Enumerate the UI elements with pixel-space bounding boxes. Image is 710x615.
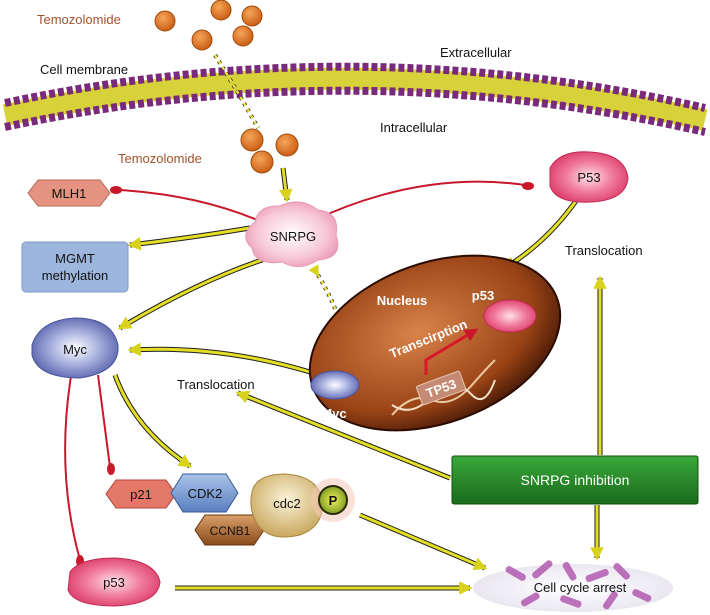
nucleus-label: Nucleus [377, 293, 428, 308]
p53-nucleus-blob [483, 299, 537, 333]
p21-node: p21 [105, 479, 177, 509]
translocation-right-label: Translocation [565, 243, 643, 258]
mgmt-label-line1: MGMT [55, 251, 95, 266]
intracellular-label: Intracellular [380, 120, 448, 135]
mgmt-label-line2: methylation [42, 268, 108, 283]
snrpg-inhibition-node: SNRPG inhibition [451, 455, 699, 505]
translocation-left-label: Translocation [177, 377, 255, 392]
cell-cycle-arrest-node: Cell cycle arrest [473, 560, 673, 612]
cdc2-node: cdc2 [250, 473, 323, 538]
phospho-label: P [329, 493, 338, 508]
p53-bottom-label: p53 [103, 575, 125, 590]
myc-inhibits-p21 [97, 374, 111, 468]
snrpg-node: SNRPG [245, 201, 339, 267]
cdc2-label: cdc2 [273, 496, 300, 511]
phospho-node: P [311, 478, 355, 522]
cdk2-node: CDK2 [170, 473, 239, 513]
myc-to-cdk2-arrow [113, 374, 193, 468]
temozolomide-particles [154, 0, 299, 174]
temozolomide-label-mid: Temozolomide [118, 151, 202, 166]
ccnb1-label: CCNB1 [210, 524, 251, 538]
ccnb1-node: CCNB1 [194, 514, 265, 546]
cdk2-label: CDK2 [188, 486, 223, 501]
cdc2-to-arrest-arrow [359, 513, 488, 570]
connectors [64, 167, 607, 595]
snrpg-to-mgmt-arrow [127, 226, 251, 251]
p53-bottom-node: p53 [67, 557, 161, 607]
cell-cycle-arrest-label: Cell cycle arrest [534, 580, 627, 595]
myc-label: Myc [63, 342, 87, 357]
snrpg-inhibition-label: SNRPG inhibition [521, 472, 630, 488]
nucleus-to-myc-arrow [127, 342, 311, 374]
snrpg-to-myc-arrow [117, 256, 269, 330]
cell-membrane-label: Cell membrane [40, 62, 128, 77]
snrpg-inhibits-mlh1 [119, 189, 263, 223]
temozolomide-label-top: Temozolomide [37, 12, 121, 27]
inhibition-to-translocation-left-arrow [235, 390, 451, 480]
extracellular-label: Extracellular [440, 45, 512, 60]
snrpg-label: SNRPG [270, 229, 316, 244]
chromosome-icons [505, 560, 652, 610]
myc-nucleus-blob [310, 370, 360, 400]
mgmt-node: MGMT methylation [21, 241, 129, 293]
nucleus: Nucleus p53 Transcirption TP53 Myc [308, 254, 562, 432]
mlh1-node: MLH1 [27, 179, 111, 207]
p21-label: p21 [130, 487, 152, 502]
p53-nucleus-label: p53 [472, 288, 494, 303]
myc-inhibits-p53 [64, 369, 81, 561]
p53-top-node: P53 [549, 151, 629, 203]
myc-node: Myc [31, 317, 119, 379]
transcription-arrow [424, 328, 479, 375]
snrpg-inhibits-p53 [309, 180, 526, 223]
p53-top-label: P53 [577, 170, 600, 185]
myc-nucleus-label: Myc [321, 406, 346, 421]
temozolomide-to-snrpg-arrow [278, 167, 293, 203]
mlh1-label: MLH1 [52, 186, 87, 201]
cell-membrane [2, 62, 708, 136]
